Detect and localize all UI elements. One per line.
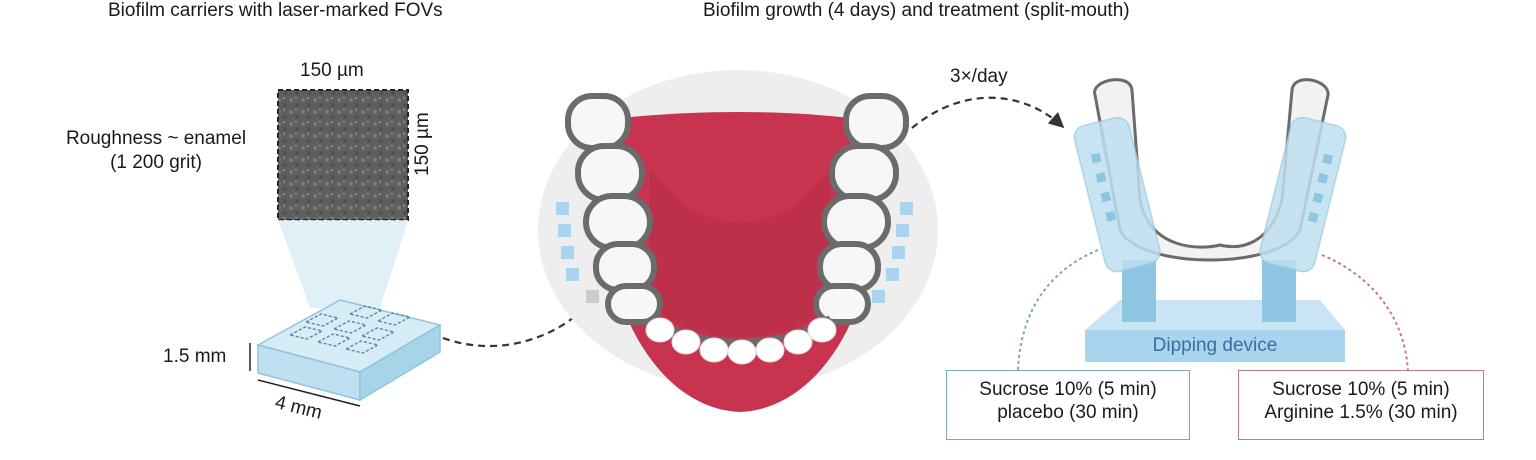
mandible-illustration: [538, 70, 938, 412]
arginine-treatment-box: Sucrose 10% (5 min) Arginine 1.5% (30 mi…: [1238, 370, 1484, 440]
fov-projection-beam: [278, 220, 408, 308]
arginine-treatment-line2: Arginine 1.5% (30 min): [1239, 401, 1483, 424]
middle-section-title: Biofilm growth (4 days) and treatment (s…: [703, 0, 1130, 22]
thickness-label: 1.5 mm: [163, 346, 226, 368]
roughness-label-line1: Roughness ~ enamel: [44, 128, 268, 150]
placebo-treatment-box: Sucrose 10% (5 min) placebo (30 min): [946, 370, 1190, 440]
roughness-label-line2: (1 200 grit): [44, 152, 268, 174]
fov-micrograph: [278, 90, 408, 220]
arrow-mouth-to-device: [912, 98, 1062, 128]
dipping-device-illustration: [1072, 80, 1348, 362]
arrow-carrier-to-mouth: [443, 308, 585, 346]
fov-width-label: 150 µm: [300, 60, 364, 82]
arginine-treatment-line1: Sucrose 10% (5 min): [1239, 378, 1483, 401]
fov-height-label: 150 µm: [412, 112, 434, 176]
biofilm-carrier: [258, 300, 440, 400]
dipping-device-label: Dipping device: [1085, 335, 1345, 357]
placebo-treatment-line2: placebo (30 min): [947, 401, 1189, 424]
placebo-treatment-line1: Sucrose 10% (5 min): [947, 378, 1189, 401]
left-section-title: Biofilm carriers with laser-marked FOVs: [108, 0, 443, 22]
frequency-label: 3×/day: [950, 66, 1008, 88]
